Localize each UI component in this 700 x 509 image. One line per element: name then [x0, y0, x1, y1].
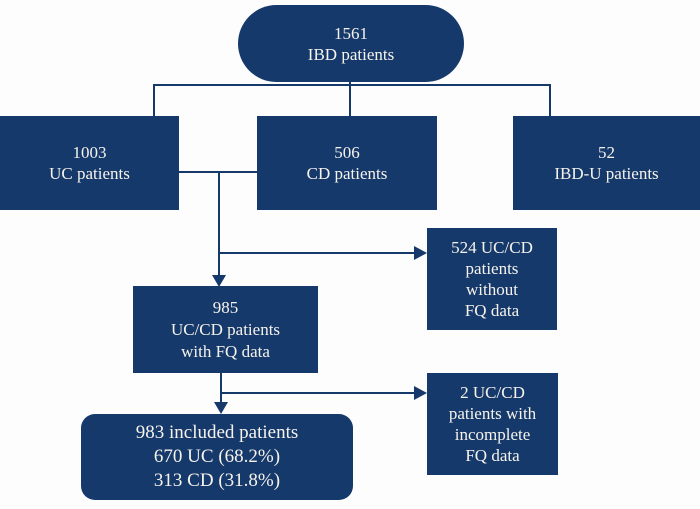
- node-text: without: [466, 280, 518, 299]
- node-text: 524 UC/CD: [451, 238, 533, 257]
- node-ibd-total: 1561 IBD patients: [238, 5, 464, 82]
- connector-branch-to-incomplete: [220, 392, 414, 394]
- node-text: FQ data: [464, 301, 520, 320]
- node-incomplete-fq-data: 2 UC/CD patients with incomplete FQ data: [427, 373, 558, 475]
- connector-branch-to-no-fq: [218, 252, 415, 254]
- node-text: 2 UC/CD: [460, 383, 525, 402]
- connector-total-to-ibdu: [549, 84, 551, 117]
- node-text: UC patients: [49, 164, 130, 183]
- node-cd-patients: 506 CD patients: [257, 116, 437, 210]
- arrow-right-icon: [414, 386, 427, 400]
- node-included-patients: 983 included patients 670 UC (68.2%) 313…: [81, 414, 353, 500]
- arrow-down-icon: [212, 275, 226, 287]
- node-text: 670 UC (68.2%): [153, 446, 281, 467]
- node-text: 985: [212, 297, 239, 317]
- node-text: CD patients: [306, 164, 388, 183]
- arrow-down-icon: [214, 402, 228, 414]
- node-uc-patients: 1003 UC patients: [0, 116, 179, 210]
- node-text: 506: [334, 143, 360, 162]
- node-text: FQ data: [465, 446, 520, 465]
- node-text: patients with: [448, 404, 537, 423]
- node-text: UC/CD patients: [170, 319, 281, 339]
- node-without-fq-data: 524 UC/CD patients without FQ data: [427, 228, 557, 330]
- node-text: IBD patients: [307, 44, 395, 64]
- arrow-right-icon: [414, 246, 427, 260]
- node-text: incomplete: [454, 425, 531, 444]
- node-text: 1003: [72, 143, 107, 162]
- node-text: 52: [598, 143, 615, 162]
- connector-total-to-cd: [349, 80, 351, 117]
- connector-total-to-uc: [153, 84, 155, 117]
- node-text: 983 included patients: [135, 422, 299, 443]
- connector-fq-to-included: [220, 373, 222, 403]
- node-text: with FQ data: [181, 341, 270, 361]
- node-fq-data: 985 UC/CD patients with FQ data: [133, 286, 318, 373]
- node-text: 313 CD (31.8%): [153, 470, 281, 491]
- connector-merge-to-fq: [218, 171, 220, 278]
- node-ibdu-patients: 52 IBD-U patients: [513, 116, 700, 210]
- node-text: 1561: [334, 23, 368, 43]
- node-text: IBD-U patients: [554, 164, 659, 183]
- connector-top-horizontal: [153, 84, 551, 86]
- node-text: patients: [465, 259, 519, 278]
